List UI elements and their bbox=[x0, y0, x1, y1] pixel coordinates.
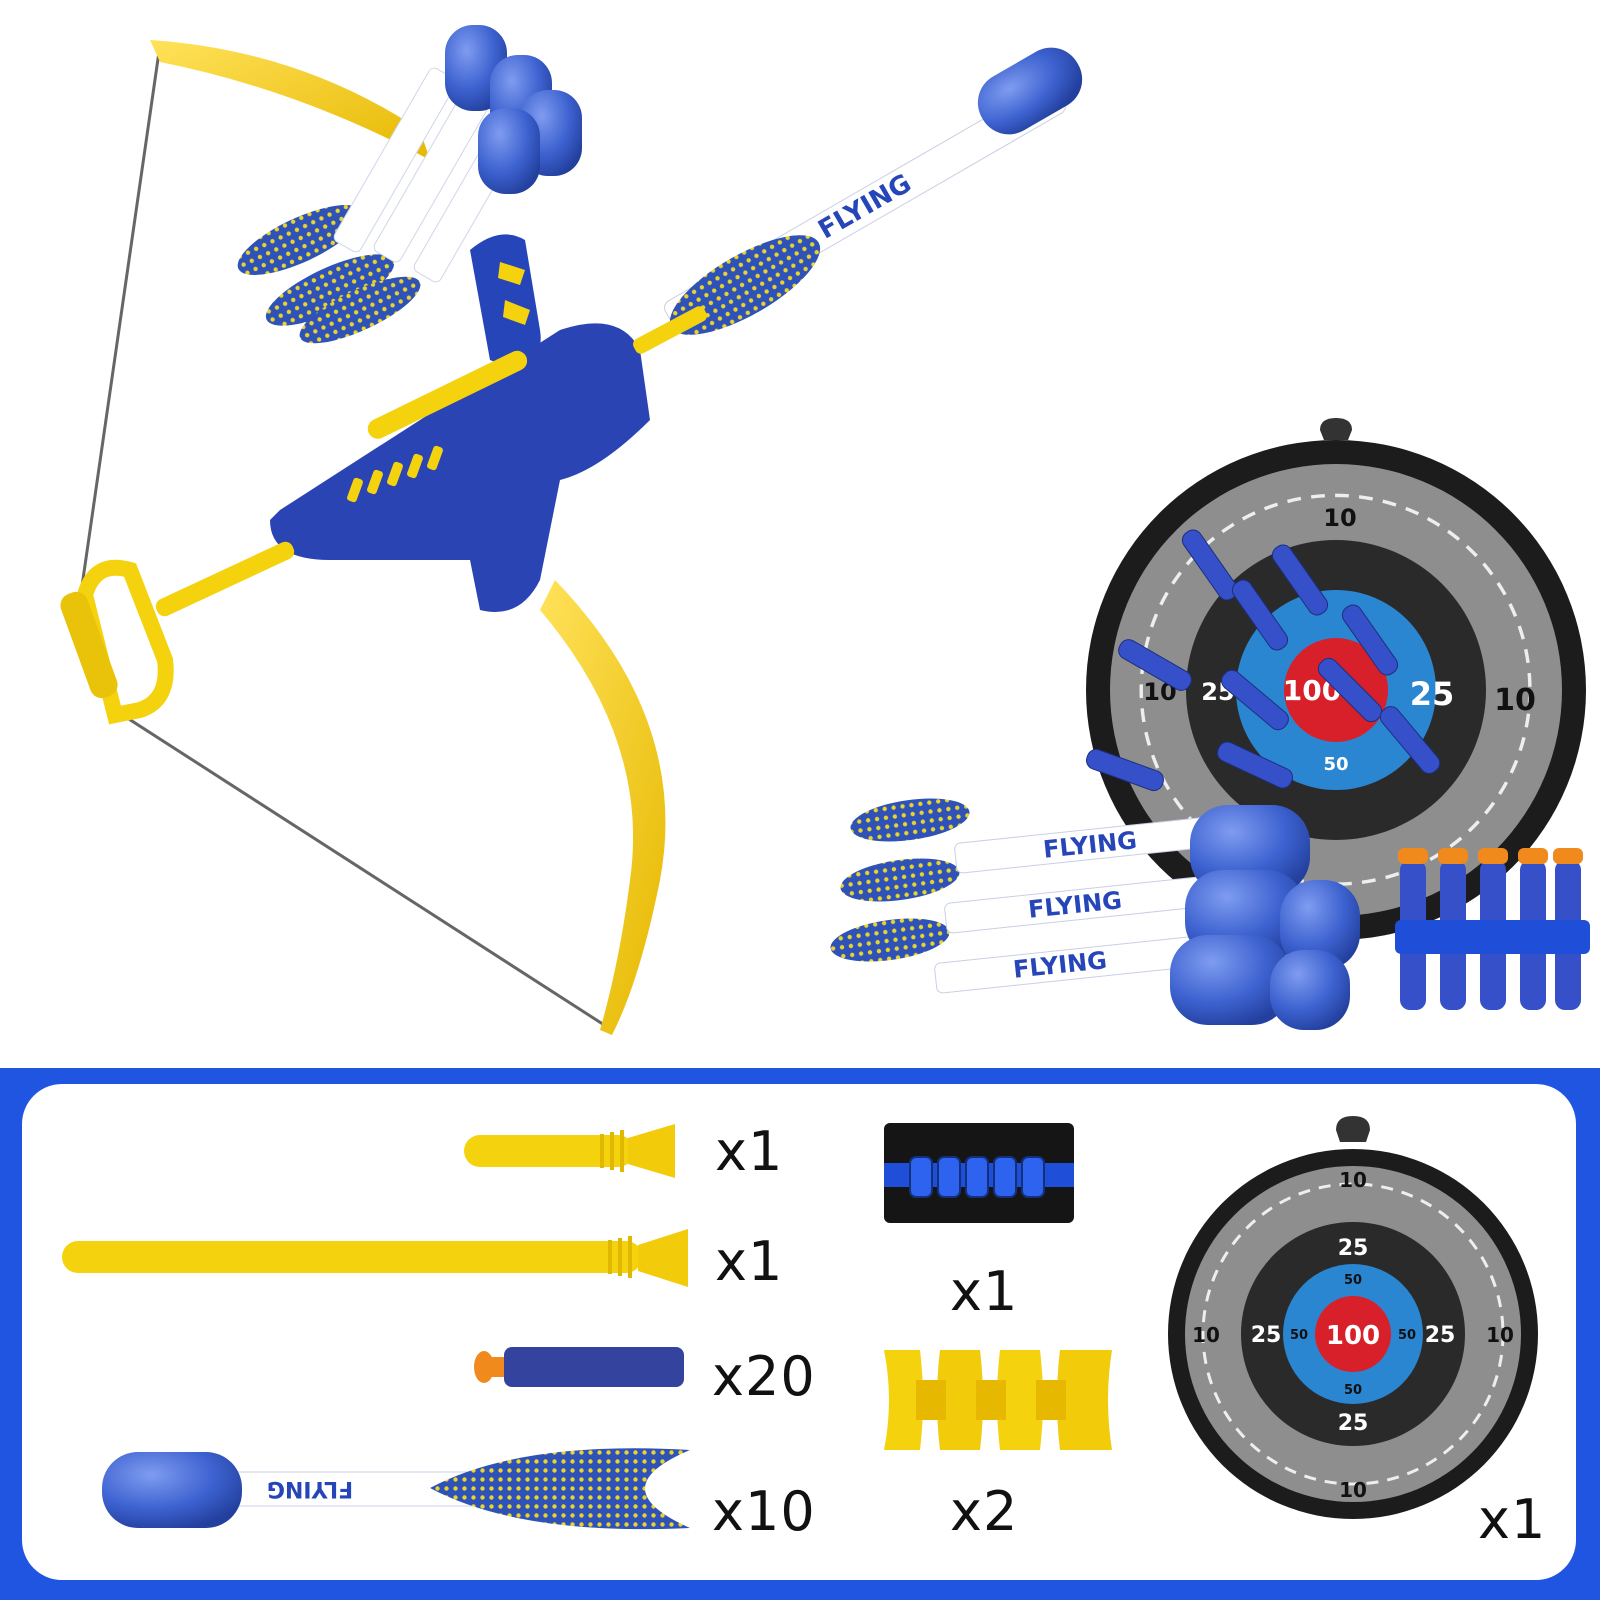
target-score-top-outer: 10 bbox=[1339, 1168, 1367, 1192]
hero-target: 10 10 10 25 25 50 100 bbox=[1086, 418, 1586, 940]
long-stick-qty: x1 bbox=[715, 1230, 784, 1293]
hero-product-photo: FLYING bbox=[60, 25, 1590, 1035]
bow-lower-limb bbox=[540, 580, 666, 1035]
target-score-left-outer: 10 bbox=[1192, 1323, 1220, 1347]
long-stick-item bbox=[62, 1229, 688, 1287]
hero-target-score-inner: 50 bbox=[1323, 754, 1348, 775]
loaded-arrow: FLYING bbox=[664, 47, 1083, 335]
arrow-quiver-cluster bbox=[237, 25, 582, 344]
short-stick-qty: x1 bbox=[715, 1120, 784, 1183]
short-stick-item bbox=[464, 1124, 675, 1178]
foam-darts-qty: x20 bbox=[712, 1345, 816, 1408]
target-score-top-mid: 25 bbox=[1338, 1236, 1369, 1261]
wristband-item bbox=[884, 1123, 1074, 1223]
target-item: 10 10 10 10 25 25 25 25 50 50 50 50 100 bbox=[1168, 1116, 1538, 1519]
draw-handle bbox=[60, 541, 295, 725]
bundle-arrow-label-3: FLYING bbox=[1012, 946, 1108, 984]
target-qty: x1 bbox=[1478, 1488, 1547, 1551]
bow-string-upper bbox=[78, 44, 162, 601]
bundle-arrow-label-1: FLYING bbox=[1042, 826, 1138, 864]
foam-dart-item bbox=[474, 1347, 684, 1387]
target-score-left-mid: 25 bbox=[1251, 1323, 1282, 1348]
hero-target-score-mid: 25 bbox=[1410, 675, 1455, 713]
target-score-bottom-inner: 50 bbox=[1344, 1383, 1362, 1398]
bow-riser bbox=[270, 234, 707, 612]
target-score-bottom-mid: 25 bbox=[1338, 1411, 1369, 1436]
arrow-item: FLYING bbox=[102, 1448, 690, 1530]
bow-upper-limb bbox=[150, 40, 430, 160]
arrows-qty: x10 bbox=[712, 1480, 816, 1543]
hero-illustration: FLYING bbox=[60, 25, 1590, 1035]
arrow-item-label: FLYING bbox=[267, 1476, 353, 1501]
arrows-bundle: FLYING FLYING FLYING bbox=[830, 798, 1360, 1030]
target-score-right-mid: 25 bbox=[1425, 1323, 1456, 1348]
bow-string-lower bbox=[117, 710, 613, 1032]
wristband-qty: x1 bbox=[950, 1260, 1019, 1323]
target-score-top-inner: 50 bbox=[1344, 1273, 1362, 1288]
arrow-brand-label: FLYING bbox=[813, 169, 916, 246]
bundle-arrow-label-2: FLYING bbox=[1027, 886, 1123, 924]
arrow-holder-item bbox=[884, 1350, 1112, 1450]
target-score-left-inner: 50 bbox=[1290, 1328, 1308, 1343]
target-score-bottom-outer: 10 bbox=[1339, 1478, 1367, 1502]
target-score-center: 100 bbox=[1326, 1321, 1380, 1351]
hero-target-score-right: 10 bbox=[1494, 683, 1536, 718]
target-score-right-outer: 10 bbox=[1486, 1323, 1514, 1347]
holders-qty: x2 bbox=[950, 1480, 1019, 1543]
dart-wristband-loaded bbox=[1395, 848, 1590, 1010]
hero-target-score-top: 10 bbox=[1323, 504, 1356, 532]
target-score-right-inner: 50 bbox=[1398, 1328, 1416, 1343]
